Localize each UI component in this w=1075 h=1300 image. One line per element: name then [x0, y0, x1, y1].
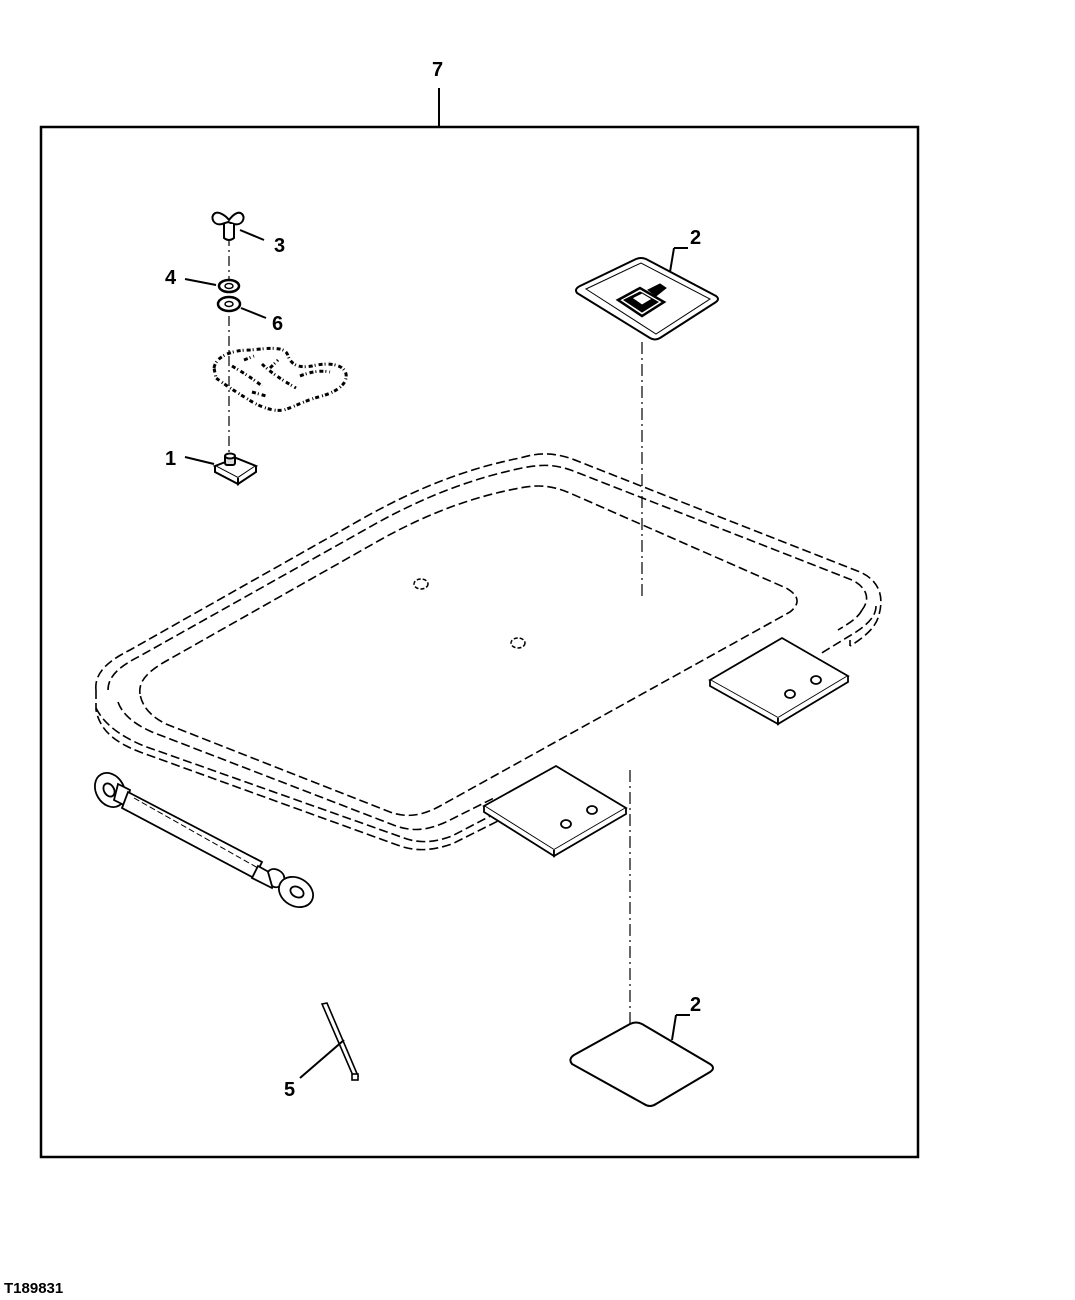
frame-holes — [413, 578, 526, 649]
lower-decal-icon — [569, 1021, 714, 1107]
hinge-plate-left — [482, 764, 628, 858]
upper-decal-icon — [575, 257, 719, 341]
nut-clip-icon — [212, 452, 259, 486]
callout-4: 4 — [165, 267, 177, 289]
callout-3: 3 — [274, 235, 285, 257]
flat-washer-icon — [217, 278, 241, 294]
mounting-bracket-icon — [212, 346, 348, 412]
cable-tie-icon — [320, 1002, 360, 1081]
hinge-plate-right — [708, 636, 850, 726]
wing-nut-icon — [211, 211, 245, 241]
lock-washer-icon — [216, 295, 242, 313]
callout-6: 6 — [272, 313, 283, 335]
callout-1: 1 — [165, 448, 176, 470]
figure-id: T189831 — [4, 1280, 64, 1297]
window-frame — [95, 453, 882, 851]
manual-icon — [615, 283, 667, 318]
callout-7: 7 — [432, 59, 443, 81]
callout-5: 5 — [284, 1079, 295, 1101]
callout-2-upper: 2 — [690, 227, 701, 249]
gas-strut-icon — [94, 772, 314, 908]
callout-2-lower: 2 — [690, 994, 701, 1016]
assembly-frame — [39, 125, 920, 1159]
